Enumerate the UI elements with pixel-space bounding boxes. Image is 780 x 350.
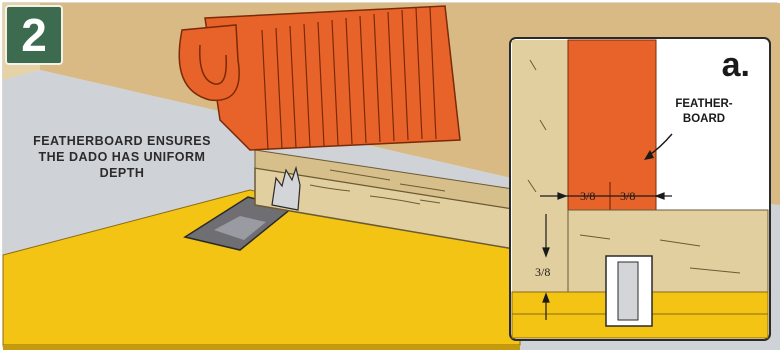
inset-caption: FEATHER- BOARD — [656, 97, 752, 127]
step-badge: 2 — [5, 5, 63, 65]
yellow-table-edge — [3, 345, 520, 350]
step-number: 2 — [21, 12, 47, 58]
dimension-right-label: 3/8 — [620, 190, 635, 202]
dimension-height-label: 3/8 — [535, 266, 550, 278]
inset-featherboard — [568, 40, 656, 210]
inset-workpiece — [568, 210, 768, 292]
main-caption: FEATHERBOARD ENSURES THE DADO HAS UNIFOR… — [22, 133, 222, 181]
dimension-left-label: 3/8 — [580, 190, 595, 202]
inset-label: a. — [722, 48, 750, 82]
